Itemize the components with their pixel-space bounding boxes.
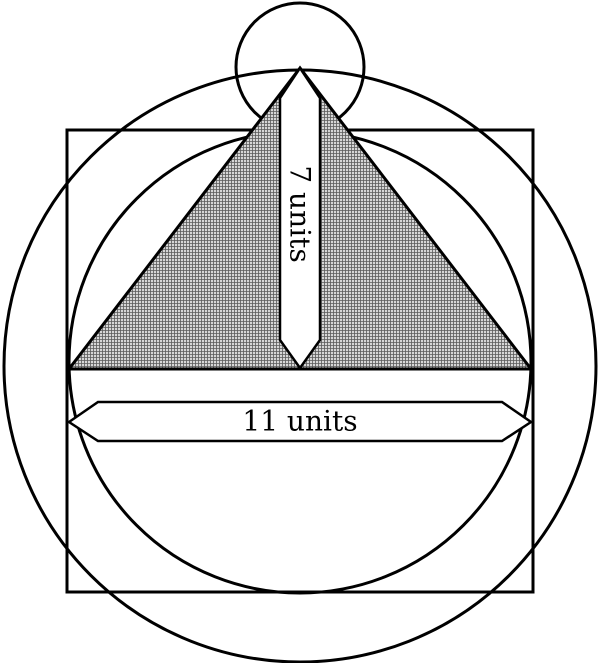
height-label-bar [278,65,322,371]
base-label-bar [66,400,534,443]
height-label: 7 units [284,165,317,262]
base-label: 11 units [242,405,357,438]
